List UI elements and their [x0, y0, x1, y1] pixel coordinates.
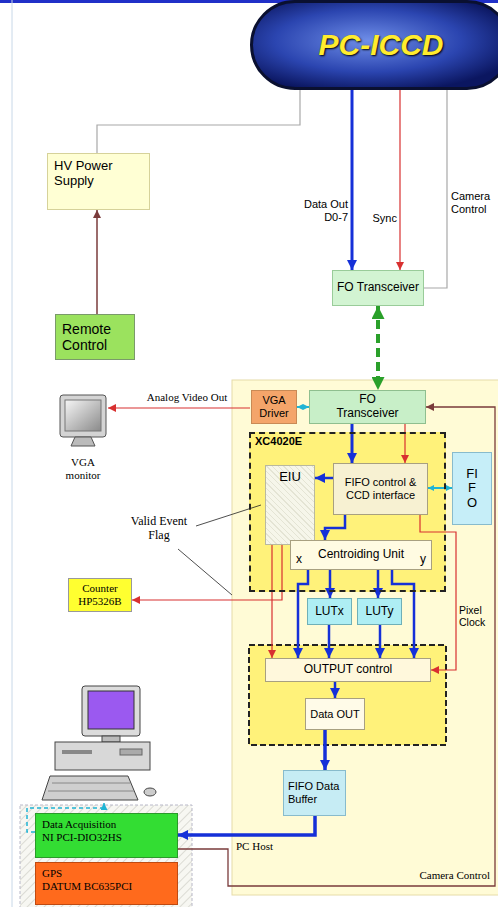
interface-box: FIFO control & CCD interface: [333, 463, 428, 515]
card-box: Data AcquisitionNI PCI-DIO32HS: [35, 813, 178, 858]
signal-label: Camera Control: [451, 190, 496, 215]
unit-box: EIU: [265, 465, 315, 545]
signal-arrow: [297, 406, 309, 408]
node-text: XC4020E: [255, 435, 302, 448]
output-box: Data OUT: [305, 698, 365, 730]
fpga-block: XC4020E EIU FIFO control & CCD interface x C…: [249, 432, 446, 592]
driver-box: VGA Driver: [251, 390, 297, 424]
signal-label: PC Host: [236, 840, 296, 853]
node-text: x: [296, 553, 302, 567]
ellipse-shape: [252, 2, 498, 89]
signal-arrow: [315, 477, 333, 480]
node-text: FIFO control & CCD interface: [337, 476, 424, 501]
node-text: NI PCI-DIO32HS: [42, 831, 122, 844]
fpga-fill: [249, 432, 446, 592]
leader-line: [178, 549, 232, 595]
signal-label: Valid Event Flag: [126, 515, 192, 543]
signal-arrow: [420, 515, 456, 670]
signal-arrow: [351, 90, 354, 270]
node-text: FO Transceiver: [332, 393, 404, 421]
node-text: EIU: [279, 470, 301, 485]
signal-arrow: [379, 625, 382, 658]
signal-label: Analog Video Out: [128, 391, 246, 404]
node-text: LUTx: [315, 605, 344, 619]
signal-arrow: [399, 90, 400, 270]
node-text: GPS: [42, 867, 62, 880]
output-block: [249, 645, 446, 745]
signal-arrow: [178, 816, 315, 835]
signal-arrow: [376, 306, 380, 390]
node-text: OUTPUT control: [304, 663, 392, 677]
signal-label: Data Out D0-7: [288, 198, 348, 223]
node-text: Counter HP5326B: [71, 582, 129, 607]
node-text: Centroiding Unit: [318, 548, 404, 562]
node-text: FIFO: [466, 467, 479, 510]
signal-arrow: [323, 730, 327, 770]
table-box: LUTy: [357, 598, 402, 625]
board-panel: [232, 380, 498, 895]
signal-arrow: [325, 515, 345, 540]
signal-arrow: [329, 570, 332, 598]
computer-icon: [42, 686, 156, 800]
signal-arrow: [424, 90, 447, 288]
transceiver-box: FO Transceiver: [309, 390, 426, 424]
table-box: LUTx: [307, 598, 352, 625]
signal-arrow: [377, 570, 380, 598]
signal-arrow: [428, 487, 452, 489]
card-box: GPSDATUM BC635PCI: [35, 862, 178, 905]
node-text: FO Transceiver: [337, 281, 419, 295]
transceiver-box: FO Transceiver: [332, 270, 424, 306]
control-box: Remote Control: [55, 314, 135, 360]
signal-arrow: [271, 545, 272, 658]
node-text: HV Power Supply: [54, 159, 143, 189]
camera-ellipse: PC-ICCD: [250, 0, 498, 90]
signal-arrow: [97, 90, 300, 153]
signal-arrow: [178, 407, 495, 886]
vga-monitor-icon: [60, 395, 106, 446]
video-wire: [108, 407, 250, 408]
node-text: Data Acquisition: [42, 818, 116, 831]
node-text: Data OUT: [310, 708, 360, 721]
signal-arrow: [404, 424, 405, 463]
control-box: OUTPUT control: [265, 658, 431, 682]
node-text: DATUM BC635PCI: [42, 880, 132, 893]
counter-box: Counter HP5326B: [68, 578, 132, 612]
device-label: VGA monitor: [59, 456, 107, 481]
signal-arrow: [96, 210, 98, 314]
signal-arrow: [351, 424, 354, 463]
buffer-box: FIFO: [452, 452, 492, 525]
signal-arrow: [334, 682, 337, 698]
leader-line: [196, 505, 261, 526]
signal-label: Camera Control: [400, 869, 490, 882]
signal-label: Sync: [366, 212, 397, 225]
node-text: PC-ICCD: [319, 28, 444, 63]
frame-line: [12, 0, 13, 907]
host-panel: [20, 805, 192, 907]
unit-box: x Centroiding Unit y: [290, 540, 432, 570]
signal-label: Pixel Clock: [459, 604, 495, 628]
node-text: Remote Control: [62, 321, 128, 353]
signal-arrow: [328, 625, 331, 658]
node-text: FIFO Data Buffer: [288, 780, 341, 805]
buffer-box: FIFO Data Buffer: [283, 770, 346, 816]
power-box: HV Power Supply: [47, 153, 150, 210]
node-text: y: [420, 553, 426, 567]
node-text: LUTy: [365, 605, 393, 619]
node-text: VGA Driver: [254, 394, 294, 419]
